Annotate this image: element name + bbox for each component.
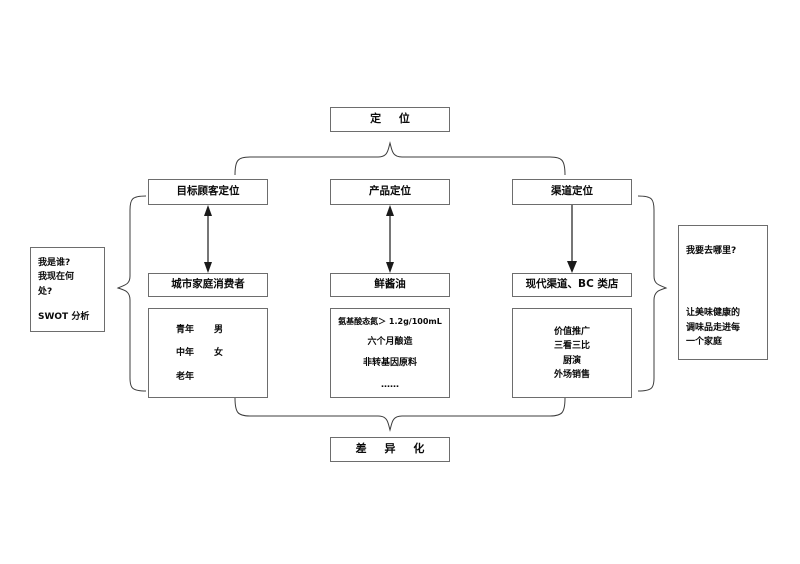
arrow-col-3 <box>567 205 577 273</box>
box-target-customer-positioning[interactable]: 目标顾客定位 <box>148 179 268 205</box>
box-fresh-soy-sauce[interactable]: 鲜酱油 <box>330 273 450 297</box>
right-brace <box>638 196 666 391</box>
box-differentiation-bottom-label: 差 异 化 <box>355 442 432 456</box>
detail-age-middle: 中年 <box>176 348 195 359</box>
box-product-details[interactable]: 氨基酸态氮＞ 1.2g/100mL 六个月酿造 非转基因原料 …… <box>330 308 450 398</box>
note-line: 我是谁? <box>38 258 71 268</box>
detail-line: 六个月酿造 <box>367 336 413 347</box>
note-line: 调味品走进每 <box>686 322 741 333</box>
box-channel-positioning[interactable]: 渠道定位 <box>512 179 632 205</box>
note-line: 一个家庭 <box>686 337 723 348</box>
detail-line: 青年 男 <box>176 324 240 338</box>
note-line: 我现在何 <box>38 272 75 283</box>
box-differentiation-bottom[interactable]: 差 异 化 <box>330 437 450 462</box>
arrow-col-2 <box>386 205 394 273</box>
box-fresh-soy-sauce-label: 鲜酱油 <box>374 278 406 291</box>
top-brace <box>235 143 565 175</box>
arrow-col-1 <box>204 205 212 273</box>
note-swot-label: SWOT 分析 <box>38 312 90 323</box>
box-channel-details[interactable]: 价值推广 三看三比 厨演 外场销售 <box>512 308 632 398</box>
note-question: 我要去哪里? <box>686 246 737 256</box>
box-product-positioning-label: 产品定位 <box>369 185 411 198</box>
box-target-customer-positioning-label: 目标顾客定位 <box>176 185 240 198</box>
box-urban-family-consumer[interactable]: 城市家庭消费者 <box>148 273 268 297</box>
box-positioning-top[interactable]: 定 位 <box>330 107 450 132</box>
box-customer-details[interactable]: 青年 男 中年 女 老年 <box>148 308 268 398</box>
detail-line: …… <box>381 379 399 390</box>
detail-line: 价值推广 <box>553 326 590 337</box>
detail-gender-male: 男 <box>214 324 224 335</box>
detail-line: 厨演 <box>562 355 581 366</box>
note-line: 让美味健康的 <box>686 308 741 319</box>
detail-line: 氨基酸态氮＞ 1.2g/100mL <box>338 316 442 326</box>
detail-age-young: 青年 <box>176 324 195 335</box>
detail-line: 三看三比 <box>553 341 590 351</box>
detail-age-senior: 老年 <box>176 371 195 382</box>
detail-line: 中年 女 <box>176 347 240 361</box>
note-who-am-i[interactable]: 我是谁? 我现在何 处? SWOT 分析 <box>30 247 105 332</box>
box-urban-family-consumer-label: 城市家庭消费者 <box>171 278 245 291</box>
box-channel-positioning-label: 渠道定位 <box>551 185 593 198</box>
note-arrow-spacer <box>686 258 760 306</box>
bottom-brace <box>235 398 565 430</box>
left-brace <box>118 196 146 391</box>
box-positioning-top-label: 定 位 <box>370 112 417 126</box>
note-spacer <box>38 299 97 310</box>
note-line: 处? <box>38 286 53 297</box>
box-product-positioning[interactable]: 产品定位 <box>330 179 450 205</box>
box-modern-channel-bc-stores-label: 现代渠道、BC 类店 <box>525 278 619 291</box>
detail-line: 非转基因原料 <box>362 358 417 369</box>
detail-line: 老年 <box>176 371 240 385</box>
detail-gender-female: 女 <box>214 348 224 359</box>
box-modern-channel-bc-stores[interactable]: 现代渠道、BC 类店 <box>512 273 632 297</box>
detail-line: 外场销售 <box>553 370 590 380</box>
note-where-to-go[interactable]: 我要去哪里? 让美味健康的 调味品走进每 一个家庭 <box>678 225 768 360</box>
